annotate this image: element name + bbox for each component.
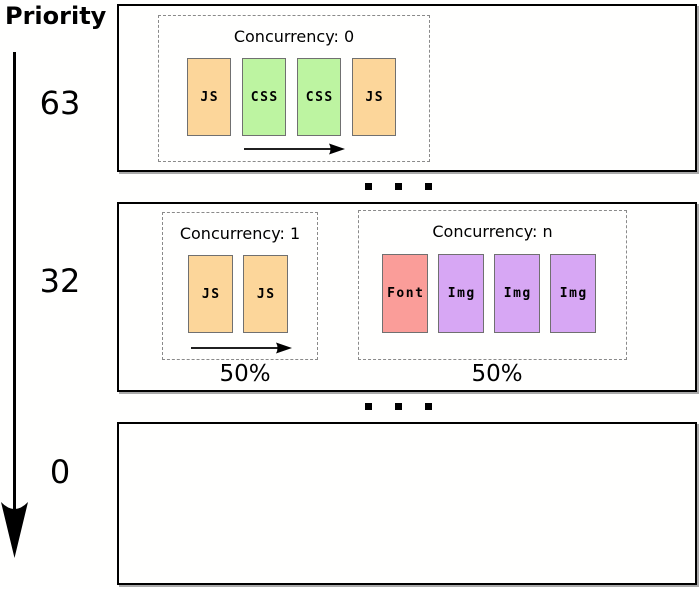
bandwidth-share-label: 50% (219, 361, 271, 387)
priority-down-arrow-icon (1, 52, 28, 558)
resource-block-js: JS (187, 58, 231, 136)
resource-block-css: CSS (297, 58, 341, 136)
resource-block-row: Font Img Img Img (382, 254, 596, 333)
resource-block-js: JS (352, 58, 396, 136)
ellipsis-dots (365, 403, 432, 410)
ellipsis-dot-icon (395, 183, 402, 190)
concurrency-group-label: Concurrency: 0 (233, 27, 355, 46)
ellipsis-dot-icon (365, 183, 372, 190)
resource-block-img: Img (438, 254, 484, 333)
bandwidth-share-label: 50% (471, 361, 523, 387)
resource-block-js: JS (188, 255, 233, 333)
resource-block-row: JS JS (188, 255, 288, 333)
priority-tick-0: 0 (49, 453, 71, 491)
resource-block-font: Font (382, 254, 428, 333)
ellipsis-dot-icon (425, 183, 432, 190)
priority-bucket-0 (117, 422, 697, 585)
ellipsis-dot-icon (395, 403, 402, 410)
priority-bucket-63: Concurrency: 0 JS CSS CSS JS (117, 4, 697, 172)
concurrency-group-label: Concurrency: 1 (179, 224, 301, 243)
resource-block-css: CSS (242, 58, 286, 136)
priority-tick-32: 32 (39, 262, 81, 300)
priority-bucket-32: Concurrency: 1 JS JS Concurrency: n Font… (117, 202, 697, 392)
concurrency-group-label: Concurrency: n (432, 222, 553, 241)
resource-block-js: JS (243, 255, 288, 333)
ellipsis-dot-icon (365, 403, 372, 410)
resource-block-img: Img (550, 254, 596, 333)
resource-block-img: Img (494, 254, 540, 333)
priority-tick-63: 63 (39, 84, 81, 122)
concurrency-group-n: Concurrency: n Font Img Img Img (358, 210, 627, 360)
ellipsis-dots (365, 183, 432, 190)
ellipsis-dot-icon (425, 403, 432, 410)
priority-axis-title: Priority (5, 2, 107, 30)
concurrency-group-0: Concurrency: 0 JS CSS CSS JS (158, 15, 430, 162)
flow-right-arrow-icon (244, 143, 345, 155)
resource-block-row: JS CSS CSS JS (187, 58, 396, 136)
flow-right-arrow-icon (191, 342, 292, 354)
concurrency-group-1: Concurrency: 1 JS JS (162, 212, 318, 360)
